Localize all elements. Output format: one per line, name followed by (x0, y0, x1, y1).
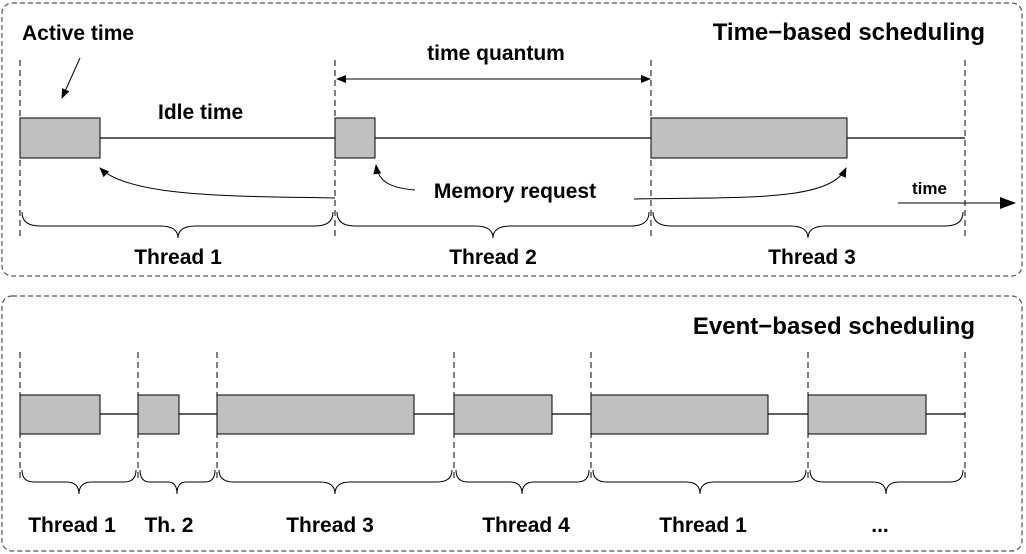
bottom-panel-border (1, 295, 1023, 552)
bottom-thread-label: ... (871, 514, 889, 537)
active-time-pointer-arrow (61, 57, 81, 99)
event-brace (218, 469, 453, 495)
active-time-label: Active time (22, 22, 134, 45)
memory-request-arrow-mid (373, 164, 416, 191)
top-thread-label: Thread 2 (449, 246, 537, 269)
event-brace (592, 469, 807, 495)
thread-1-active-bar (19, 117, 101, 159)
event-active-bar (19, 394, 101, 435)
event-brace (139, 469, 216, 495)
event-brace (21, 469, 137, 495)
time-quantum-label: time quantum (427, 42, 565, 65)
event-brace (809, 469, 964, 495)
time-based-panel: Time−based scheduling Active time Idle t… (1, 2, 1023, 277)
event-based-panel: Event−based scheduling Thread 1 Th. 2 Th… (1, 295, 1023, 552)
event-active-bar (807, 394, 927, 435)
memory-request-arrow-right (633, 167, 847, 200)
event-active-bar (590, 394, 769, 435)
thread-3-brace (652, 211, 964, 239)
thread-1-brace (21, 211, 334, 239)
thread-2-active-bar (334, 117, 376, 159)
bottom-thread-label: Thread 1 (28, 514, 116, 537)
event-active-bar (453, 394, 553, 435)
thread-3-active-bar (650, 117, 848, 159)
bottom-thread-label: Thread 4 (482, 514, 570, 537)
bottom-thread-label: Th. 2 (144, 514, 193, 537)
memory-request-label: Memory request (434, 180, 596, 203)
memory-request-arrow-left (99, 167, 336, 199)
thread-2-brace (336, 211, 650, 239)
idle-time-label: Idle time (158, 101, 243, 124)
top-thread-label: Thread 3 (768, 246, 856, 269)
time-axis-label: time (912, 179, 947, 198)
bottom-thread-label: Thread 3 (286, 514, 374, 537)
event-active-bar (137, 394, 180, 435)
event-active-bar (216, 394, 415, 435)
top-thread-label: Thread 1 (134, 246, 222, 269)
bottom-thread-label: Thread 1 (659, 514, 747, 537)
top-panel-border (1, 2, 1023, 277)
event-brace (455, 469, 590, 495)
top-panel-title: Time−based scheduling (713, 19, 985, 46)
bottom-panel-title: Event−based scheduling (693, 313, 975, 340)
